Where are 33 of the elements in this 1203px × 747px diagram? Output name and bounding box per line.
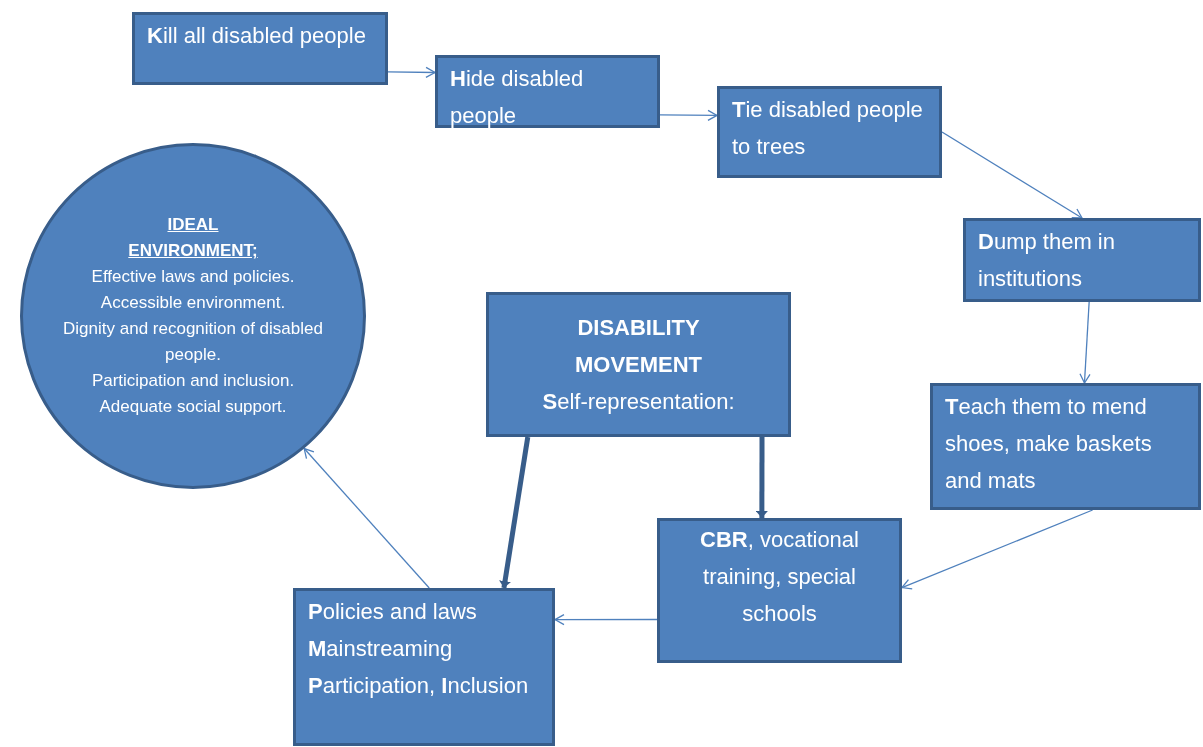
box-text: Tie disabled people to trees <box>732 96 924 161</box>
arrow <box>659 109 718 121</box>
process-box <box>435 55 660 128</box>
arrow <box>755 437 768 518</box>
arrow <box>303 447 430 589</box>
arrow <box>554 613 658 626</box>
process-box <box>293 588 555 746</box>
arrow <box>387 66 436 79</box>
circle-text: Effective laws and policies. <box>91 266 295 288</box>
circle-text: Participation and inclusion. <box>91 370 295 392</box>
arrow <box>901 509 1094 590</box>
box-text: Policies and laws <box>308 598 478 626</box>
process-box <box>963 218 1201 302</box>
process-box <box>657 518 902 663</box>
box-text: Mainstreaming <box>308 635 454 663</box>
box-text: Self-representation: <box>542 388 735 416</box>
box-text: Teach them to mend shoes, make baskets and mats <box>945 393 1153 495</box>
box-text: CBR, vocational training, special schools <box>699 526 860 628</box>
process-box <box>930 383 1201 510</box>
arrow <box>1079 301 1091 384</box>
circle-text: Dignity and recognition of disabled people. <box>63 318 323 366</box>
arrow <box>499 436 531 589</box>
arrow <box>941 131 1083 219</box>
box-text: Kill all disabled people <box>147 22 367 50</box>
box-text: Participation, Inclusion <box>308 672 530 700</box>
circle-text: Accessible environment. <box>100 292 286 314</box>
circle-text: Adequate social support. <box>99 396 287 418</box>
process-box <box>132 12 388 85</box>
box-text: Dump them in institutions <box>978 228 1116 293</box>
box-text: Hide disabled people <box>450 65 585 130</box>
process-box <box>717 86 942 178</box>
circle-heading: IDEAL ENVIRONMENT; <box>127 214 259 262</box>
process-box <box>486 292 791 437</box>
